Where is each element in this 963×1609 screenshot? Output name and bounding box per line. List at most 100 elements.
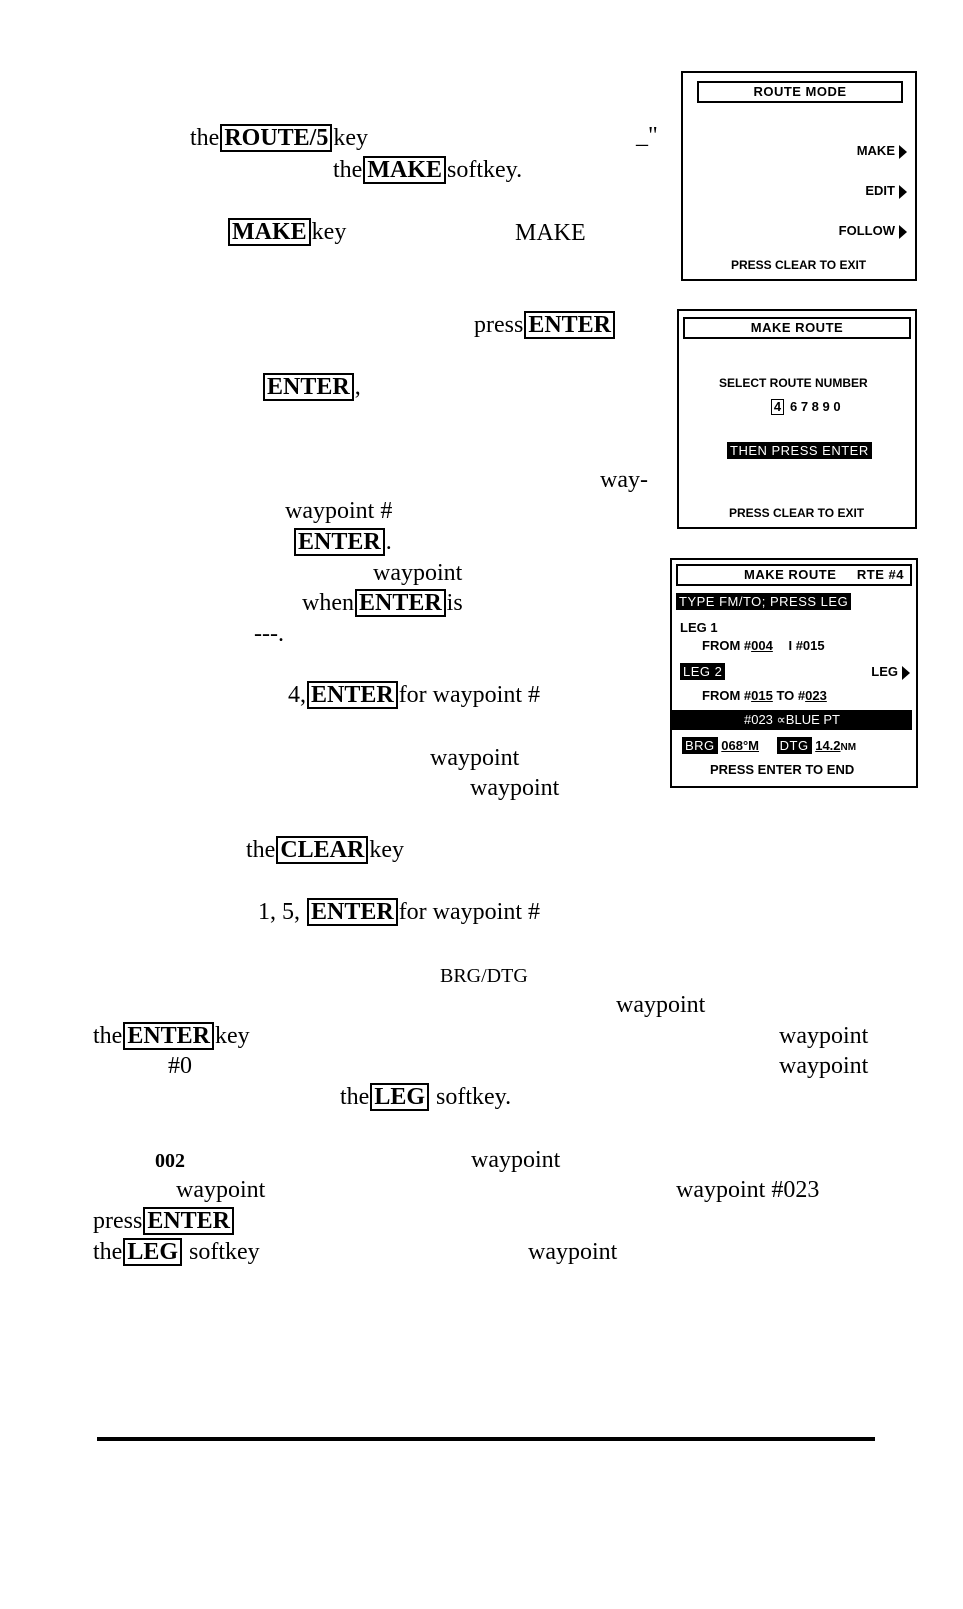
enter-key: ENTER — [294, 528, 385, 556]
selected-digit: 4 — [771, 399, 784, 415]
dtg-value: 14.2 — [815, 738, 841, 753]
leg2-text: LEG 2 — [680, 663, 726, 680]
text-the: the — [333, 157, 363, 183]
text-002: 002 — [155, 1150, 185, 1172]
text-when: when — [302, 590, 354, 616]
dtg-label: DTG — [776, 737, 812, 754]
enter-key: ENTER — [307, 681, 398, 709]
text-key: key — [311, 219, 347, 245]
screen-title: MAKE ROUTE — [683, 317, 911, 339]
text-comma: , — [354, 374, 361, 400]
softkey-edit: EDIT — [865, 183, 907, 199]
softkey-label: MAKE — [856, 143, 895, 158]
from-label: FROM # — [702, 638, 752, 653]
text-for-waypoint: for waypoint # — [398, 899, 540, 925]
make-key: MAKE — [363, 156, 446, 184]
text-brg-dtg: BRG/DTG — [440, 965, 528, 987]
text-the: the — [340, 1084, 370, 1110]
text-key: key — [369, 837, 404, 863]
other-digits: 6 7 8 9 0 — [790, 399, 841, 414]
softkey-leg: LEG — [871, 664, 910, 680]
footer-rule — [97, 1437, 875, 1441]
text-waypoint: waypoint — [779, 1023, 869, 1049]
from-label: FROM # — [702, 688, 752, 703]
text-period: . — [385, 529, 392, 555]
brg-dtg-row: BRG 068°M DTG 14.2NM — [682, 737, 857, 756]
text-waypoint: waypoint — [470, 775, 560, 801]
right-arrow-icon — [902, 665, 910, 680]
clear-key: CLEAR — [276, 836, 369, 864]
softkey-label: FOLLOW — [838, 223, 895, 238]
screen-route-mode: ROUTE MODE MAKE EDIT FOLLOW PRESS CLEAR … — [681, 71, 917, 281]
route-number: RTE #4 — [856, 567, 904, 582]
text-waypoint-023: waypoint #023 — [676, 1177, 820, 1203]
screen-make-route-select: MAKE ROUTE SELECT ROUTE NUMBER 4 6 7 8 9 … — [677, 309, 917, 529]
screen-title-bar: MAKE ROUTE RTE #4 — [676, 564, 912, 586]
screen-title: ROUTE MODE — [697, 81, 903, 103]
then-press-enter: THEN PRESS ENTER — [727, 442, 872, 459]
text-waypoint: waypoint — [471, 1147, 561, 1173]
prompt-label: TYPE FM/TO; PRESS LEG — [676, 593, 852, 610]
text-dashes: ---. — [254, 621, 284, 647]
text-make: MAKE — [515, 220, 586, 246]
text-key: key — [215, 1023, 250, 1049]
text-one-five: 1, 5, — [258, 899, 300, 925]
text-is: is — [446, 590, 463, 616]
to-value: 023 — [805, 688, 827, 703]
text-waypoint: waypoint — [779, 1053, 869, 1079]
leg1-label: LEG 1 — [680, 620, 718, 635]
dtg-unit: NM — [840, 742, 857, 753]
from-value: 004 — [751, 638, 773, 653]
enter-key: ENTER — [143, 1207, 235, 1235]
text-four: 4, — [288, 682, 306, 708]
select-route-label: SELECT ROUTE NUMBER — [719, 376, 868, 390]
text-waypoint: waypoint — [616, 992, 706, 1018]
text-the: the — [93, 1239, 123, 1265]
line-enter-comma: ENTER, — [262, 373, 361, 401]
screen-make-route-legs: MAKE ROUTE RTE #4 TYPE FM/TO; PRESS LEG … — [670, 558, 918, 788]
make-key: MAKE — [228, 218, 311, 246]
text-hash-zero: #0 — [168, 1053, 192, 1079]
text-waypoint: waypoint — [528, 1239, 618, 1265]
right-arrow-icon — [899, 184, 907, 199]
brg-label: BRG — [682, 737, 718, 754]
text-press: press — [474, 312, 524, 338]
stray-mark: _" — [636, 123, 658, 149]
text-key: key — [333, 125, 368, 151]
text-the: the — [93, 1023, 123, 1049]
waypoint-name-bar: #023 ∝BLUE PT — [672, 710, 912, 730]
text-softkey: softkey — [189, 1239, 260, 1265]
screen-footer: PRESS ENTER TO END — [710, 762, 855, 777]
right-arrow-icon — [899, 144, 907, 159]
softkey-label: EDIT — [865, 183, 895, 198]
text-way: way- — [600, 467, 648, 493]
enter-key: ENTER — [307, 898, 398, 926]
leg-key: LEG — [123, 1238, 183, 1266]
text-waypoint: waypoint — [373, 560, 463, 586]
from-value: 015 — [751, 688, 773, 703]
leg-key: LEG — [370, 1083, 430, 1111]
softkey-make: MAKE — [857, 143, 907, 159]
to-label: TO # — [776, 688, 806, 703]
text-for-waypoint: for waypoint # — [398, 682, 540, 708]
text-press: press — [93, 1208, 143, 1234]
text-waypoint: waypoint — [430, 745, 520, 771]
route-5-key: ROUTE/5 — [220, 124, 333, 152]
prompt: TYPE FM/TO; PRESS LEG — [676, 593, 852, 610]
text-the: the — [190, 125, 220, 151]
text-waypoint: waypoint — [176, 1177, 266, 1203]
screen-footer: PRESS CLEAR TO EXIT — [729, 506, 865, 520]
line-enter-period: ENTER. — [293, 528, 392, 556]
text-the: the — [246, 837, 276, 863]
text-waypoint-num: waypoint # — [285, 498, 393, 524]
brg-value: 068°M — [721, 738, 760, 753]
